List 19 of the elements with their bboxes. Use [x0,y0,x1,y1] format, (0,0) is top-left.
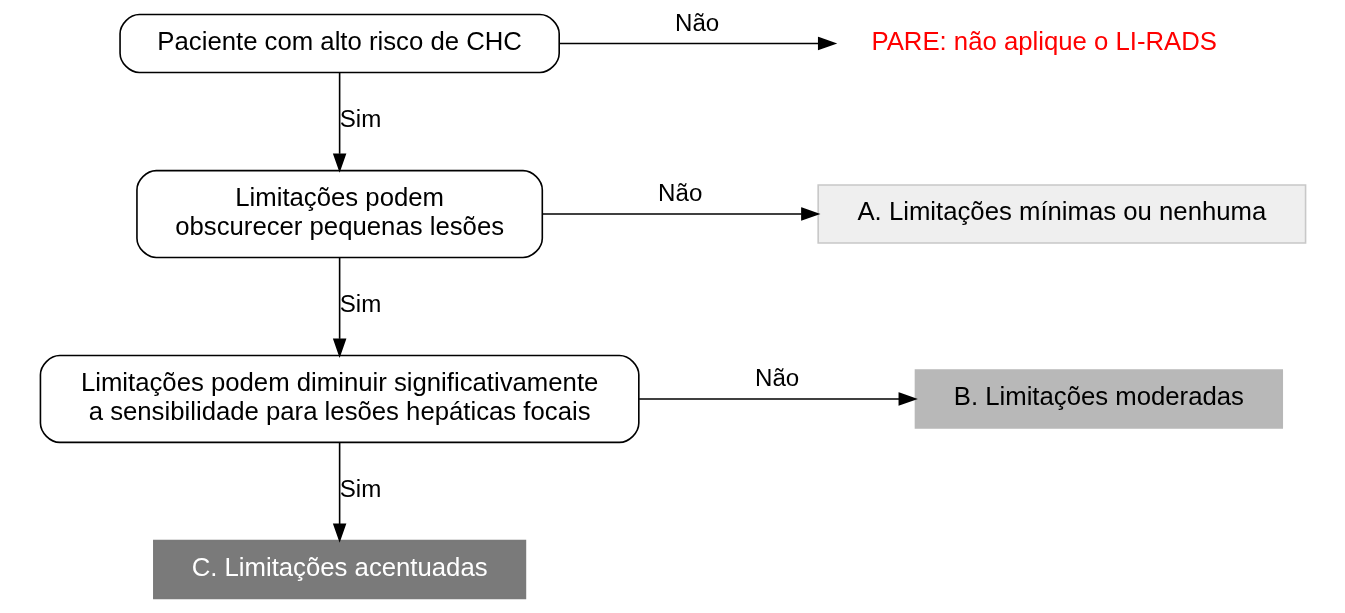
edge-label: Não [754,364,799,392]
node-box: B. Limitações moderadas [914,369,1283,429]
edge-label: Sim [339,290,381,318]
node-box: A. Limitações mínimas ou nenhuma [816,184,1306,244]
arrow [637,392,918,406]
node-box: Paciente com alto risco de CHC [118,13,560,74]
arrow [332,442,346,543]
arrow [332,71,346,173]
arrow [541,207,820,221]
node-box: C. Limitações acentuadas [152,539,526,600]
edge-label: Não [657,179,702,207]
node-text: PARE: não aplique o LI-RADS [870,26,1217,55]
edge-label: Sim [339,105,381,133]
edge-label: Não [674,8,719,36]
edge-label: Sim [339,475,381,503]
node-box: Limitações podem obscurecer pequenas lesões [135,169,543,259]
arrow [558,36,837,51]
arrow [332,256,346,358]
node-box: Limitações podem diminuir significativamente a sensibilidade para lesões hepáticas focais [39,354,640,444]
